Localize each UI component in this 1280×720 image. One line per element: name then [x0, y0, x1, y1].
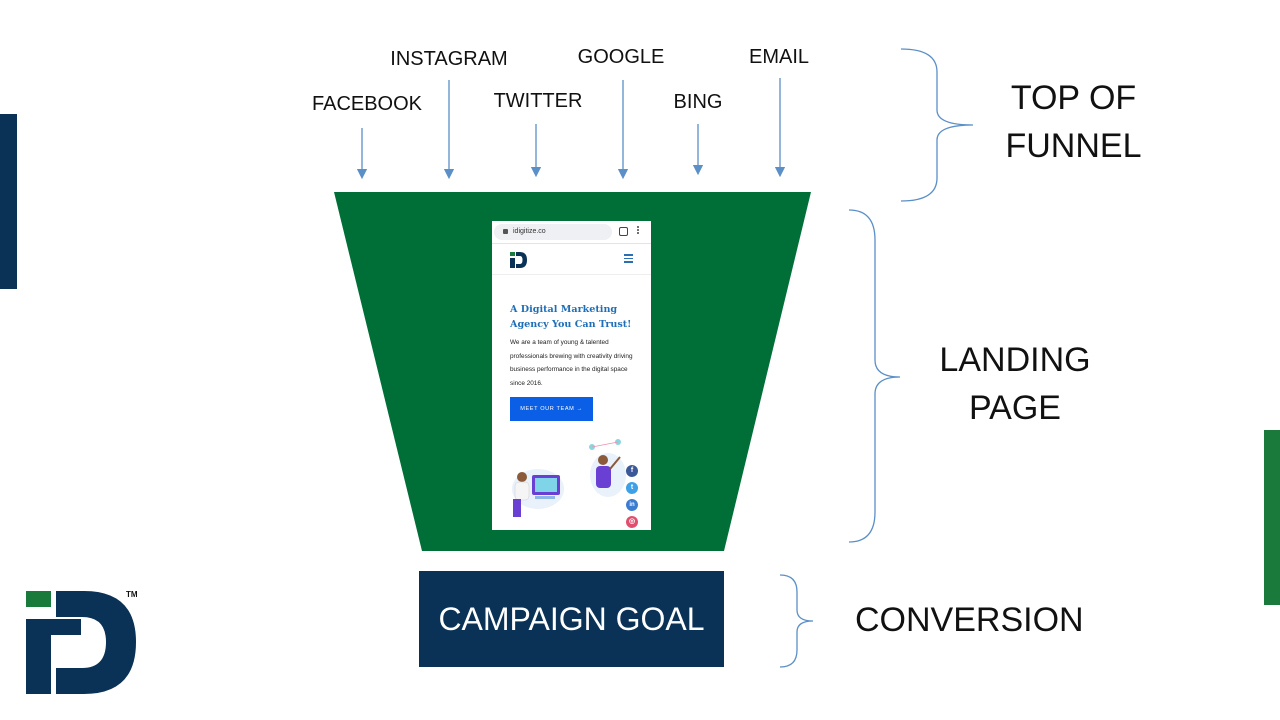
- site-logo-icon: [510, 252, 527, 268]
- brace-conversion: [779, 574, 814, 668]
- person-celebrating-illustration: [589, 439, 626, 497]
- stage-landing-line2: PAGE: [969, 389, 1061, 427]
- facebook-icon: f: [626, 465, 638, 477]
- more-menu-icon: [637, 226, 640, 235]
- brace-landing-page: [848, 209, 901, 543]
- linkedin-icon: in: [626, 499, 638, 511]
- channel-facebook: FACEBOOK: [311, 93, 423, 115]
- idigitize-logo: [26, 591, 136, 694]
- channel-google: GOOGLE: [577, 46, 665, 68]
- phone-headline: A Digital Marketing Agency You Can Trust…: [510, 304, 632, 330]
- tabs-icon: [619, 227, 628, 236]
- person-at-computer-illustration: [512, 469, 564, 517]
- right-accent-bar: [1264, 430, 1280, 605]
- brace-top-of-funnel: [900, 48, 974, 202]
- stage-top-line1: TOP OF: [1010, 79, 1137, 117]
- stage-top-line2: FUNNEL: [1005, 127, 1142, 165]
- stage-landing-line1: LANDING: [939, 341, 1091, 379]
- phone-screenshot: idigitize.co A Digital Marketing Agency …: [492, 221, 651, 530]
- phone-body-text: We are a team of young & talented profes…: [510, 339, 633, 387]
- channel-email: EMAIL: [748, 46, 810, 68]
- stage-top-of-funnel: TOP OF FUNNEL: [1005, 74, 1142, 170]
- channel-bing: BING: [673, 91, 723, 113]
- channel-instagram: INSTAGRAM: [390, 48, 508, 70]
- channel-twitter: TWITTER: [493, 90, 583, 112]
- trademark-mark: TM: [126, 590, 138, 599]
- lock-icon: [503, 229, 508, 234]
- campaign-goal-box: CAMPAIGN GOAL: [419, 571, 724, 667]
- browser-url-text: idigitize.co: [513, 228, 546, 235]
- stage-landing-page: LANDING PAGE: [935, 336, 1095, 432]
- browser-url-bar: idigitize.co: [494, 224, 612, 240]
- stage-conversion: CONVERSION: [855, 601, 1084, 639]
- meet-our-team-button: MEET OUR TEAM →: [510, 397, 593, 421]
- twitter-icon: t: [626, 482, 638, 494]
- instagram-icon: ◎: [626, 516, 638, 528]
- hamburger-menu-icon: [624, 254, 633, 265]
- left-accent-bar: [0, 114, 17, 289]
